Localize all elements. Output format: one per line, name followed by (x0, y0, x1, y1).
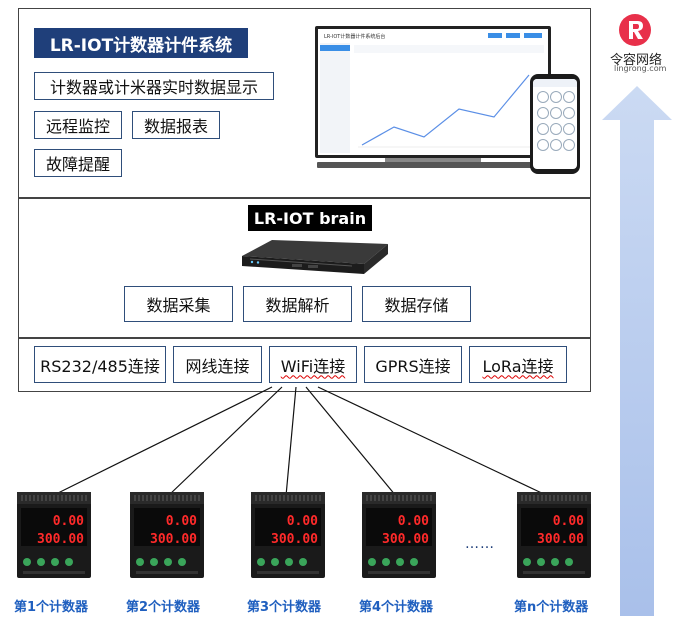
monitor-mockup: LR-IOT计数器计件系统后台 (315, 26, 553, 174)
conn-ethernet: 网线连接 (173, 346, 262, 383)
conn-wifi-label: WiFi连接 (280, 356, 346, 376)
counter-device-3: 0.00 300.00 (251, 492, 325, 578)
conn-lora-label: LoRa连接 (482, 356, 554, 376)
counter-device-4: 0.00 300.00 (362, 492, 436, 578)
system-title: LR-IOT计数器计件系统 (34, 28, 248, 58)
svg-text:0.00: 0.00 (166, 514, 197, 529)
monitor-trend-line (358, 74, 540, 148)
function-data-storage: 数据存储 (362, 286, 471, 322)
feature-data-report: 数据报表 (132, 111, 220, 139)
counter-device-1: 0.00 300.00 (17, 492, 91, 578)
svg-text:0.00: 0.00 (398, 514, 429, 529)
svg-text:300.00: 300.00 (271, 532, 318, 547)
upward-flow-arrow (602, 86, 672, 616)
conn-lora: LoRa连接 (469, 346, 567, 383)
counter-caption-n: 第n个计数器 (514, 600, 589, 615)
counter-caption-3: 第3个计数器 (247, 600, 322, 615)
svg-text:300.00: 300.00 (537, 532, 584, 547)
feature-fault-alert: 故障提醒 (34, 149, 122, 177)
counter-icon: 0.00 300.00 (517, 492, 591, 578)
function-data-parsing: 数据解析 (243, 286, 352, 322)
conn-rs232-485: RS232/485连接 (34, 346, 166, 383)
function-data-collection: 数据采集 (124, 286, 233, 322)
counter-icon: 0.00 300.00 (17, 492, 91, 578)
counter-device-n: 0.00 300.00 (517, 492, 591, 578)
counter-device-2: 0.00 300.00 (130, 492, 204, 578)
svg-text:0.00: 0.00 (553, 514, 584, 529)
monitor-screen: LR-IOT计数器计件系统后台 (315, 26, 551, 158)
brand-logo (615, 10, 655, 50)
feature-realtime-display: 计数器或计米器实时数据显示 (34, 72, 274, 100)
svg-text:300.00: 300.00 (382, 532, 429, 547)
svg-text:0.00: 0.00 (53, 514, 84, 529)
counter-caption-2: 第2个计数器 (126, 600, 201, 615)
counter-icon: 0.00 300.00 (251, 492, 325, 578)
conn-wifi: WiFi连接 (269, 346, 357, 383)
conn-gprs: GPRS连接 (364, 346, 462, 383)
brand-domain: lingrong.com (614, 64, 667, 73)
counter-icon: 0.00 300.00 (362, 492, 436, 578)
feature-remote-monitoring: 远程监控 (34, 111, 122, 139)
brand-logo-icon (619, 14, 651, 46)
monitor-screen-title: LR-IOT计数器计件系统后台 (324, 34, 386, 40)
svg-text:300.00: 300.00 (37, 532, 84, 547)
brain-label: LR-IOT brain (248, 205, 372, 231)
brand-name: 令容网络 (610, 53, 663, 68)
svg-text:0.00: 0.00 (287, 514, 318, 529)
phone-mockup (530, 74, 580, 174)
svg-text:300.00: 300.00 (150, 532, 197, 547)
more-counters-ellipsis: …… (465, 536, 495, 552)
counter-icon: 0.00 300.00 (130, 492, 204, 578)
gateway-device-image (242, 240, 388, 274)
counter-caption-1: 第1个计数器 (14, 600, 89, 615)
counter-caption-4: 第4个计数器 (359, 600, 434, 615)
